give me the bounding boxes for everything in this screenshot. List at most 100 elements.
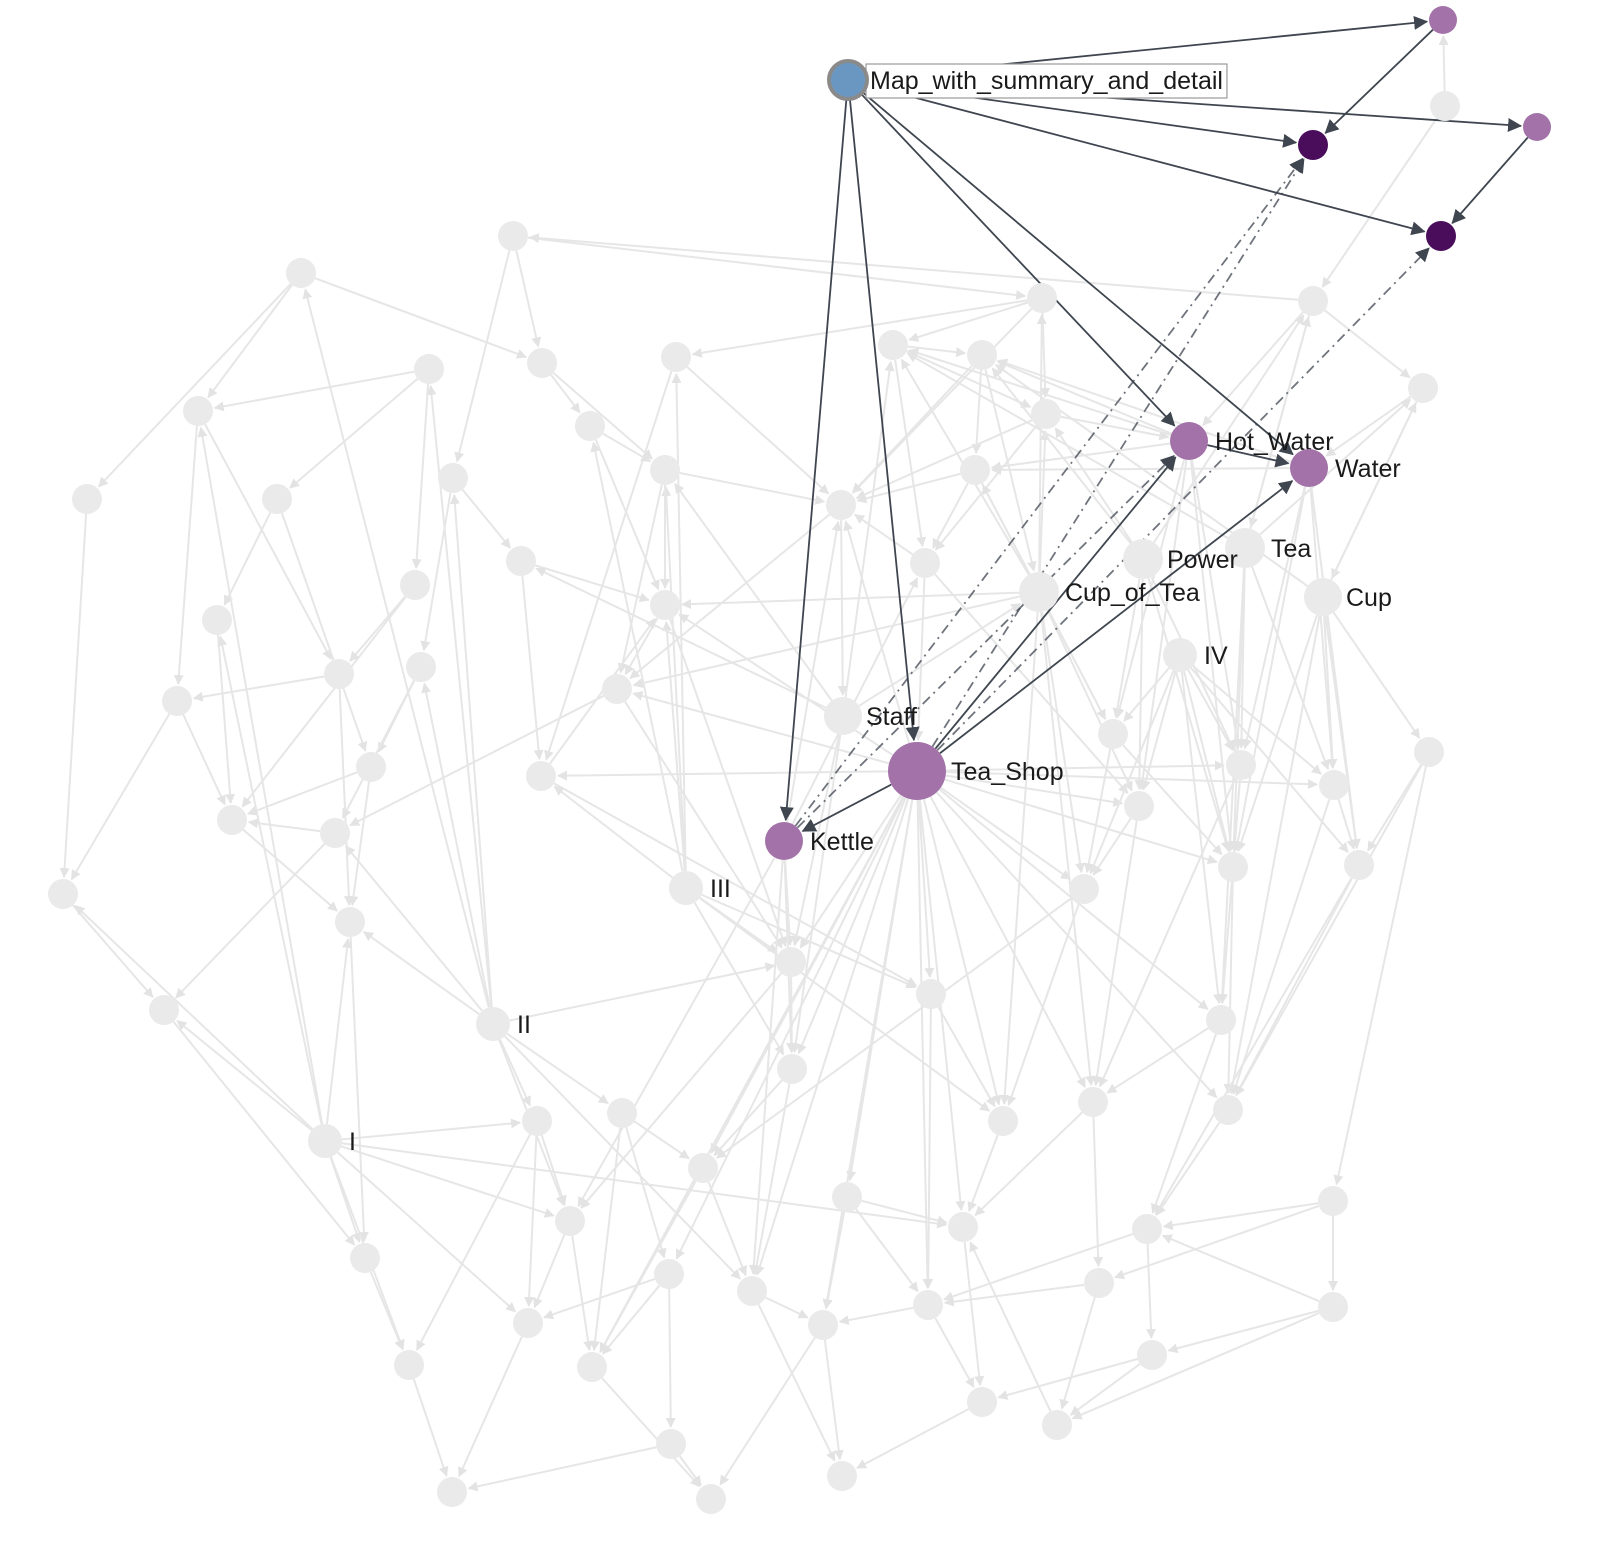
graph-node-faded[interactable]	[437, 1477, 467, 1507]
faded-edge	[416, 1133, 531, 1351]
graph-node-faded[interactable]	[149, 995, 179, 1025]
graph-node-faded[interactable]	[1124, 791, 1154, 821]
graph-node-faded[interactable]	[1132, 1214, 1162, 1244]
graph-node-faded[interactable]	[286, 258, 316, 288]
node-kettle[interactable]	[765, 822, 803, 860]
graph-node-faded[interactable]	[1042, 1410, 1072, 1440]
graph-node-faded[interactable]	[1078, 1087, 1108, 1117]
graph-node-faded[interactable]	[1069, 874, 1099, 904]
graph-node-faded[interactable]	[776, 947, 806, 977]
graph-node-faded[interactable]	[737, 1276, 767, 1306]
graph-node-faded[interactable]	[661, 342, 691, 372]
graph-node-faded[interactable]	[777, 1054, 807, 1084]
graph-node-faded[interactable]	[202, 605, 232, 635]
graph-node-faded[interactable]	[602, 674, 632, 704]
graph-node-faded[interactable]	[527, 348, 557, 378]
faded-edge	[693, 902, 785, 1056]
graph-node-faded[interactable]	[1319, 770, 1349, 800]
graph-node-faded[interactable]	[948, 1212, 978, 1242]
graph-node-faded[interactable]	[650, 455, 680, 485]
graph-node-faded[interactable]	[913, 1290, 943, 1320]
graph-node-faded[interactable]	[910, 548, 940, 578]
graph-node-faded[interactable]	[1344, 850, 1374, 880]
graph-node-faded[interactable]	[498, 221, 528, 251]
graph-node-faded[interactable]	[414, 354, 444, 384]
graph-node-faded[interactable]	[824, 697, 862, 735]
node-related-dark-2[interactable]	[1426, 221, 1456, 251]
graph-node-faded[interactable]	[308, 1124, 342, 1158]
node-hot-water[interactable]	[1170, 422, 1208, 460]
graph-node-faded[interactable]	[217, 805, 247, 835]
graph-node-faded[interactable]	[1408, 373, 1438, 403]
graph-node-faded[interactable]	[967, 1387, 997, 1417]
graph-node-faded[interactable]	[555, 1206, 585, 1236]
node-related-dark-1[interactable]	[1298, 130, 1328, 160]
node-water[interactable]	[1290, 449, 1328, 487]
graph-node-faded[interactable]	[1218, 852, 1248, 882]
node-tea-shop[interactable]	[888, 742, 946, 800]
graph-node-faded[interactable]	[394, 1350, 424, 1380]
graph-node-faded[interactable]	[522, 1106, 552, 1136]
graph-node-faded[interactable]	[438, 463, 468, 493]
graph-node-faded[interactable]	[1304, 578, 1342, 616]
graph-node-faded[interactable]	[162, 686, 192, 716]
graph-node-faded[interactable]	[827, 1461, 857, 1491]
graph-node-faded[interactable]	[1137, 1340, 1167, 1370]
node-related-right[interactable]	[1523, 113, 1551, 141]
graph-node-faded[interactable]	[607, 1098, 637, 1128]
graph-node-faded[interactable]	[688, 1153, 718, 1183]
graph-node-faded[interactable]	[1298, 286, 1328, 316]
faded-edge	[680, 591, 1020, 610]
graph-node-faded[interactable]	[324, 659, 354, 689]
node-related-top[interactable]	[1429, 6, 1457, 34]
graph-node-faded[interactable]	[1123, 539, 1163, 579]
graph-node-faded[interactable]	[577, 1352, 607, 1382]
graph-node-faded[interactable]	[1163, 638, 1197, 672]
graph-node-faded[interactable]	[650, 590, 680, 620]
graph-node-faded[interactable]	[1206, 1005, 1236, 1035]
graph-node-faded[interactable]	[262, 484, 292, 514]
graph-node-faded[interactable]	[513, 1308, 543, 1338]
graph-node-faded[interactable]	[669, 871, 703, 905]
graph-node-faded[interactable]	[916, 979, 946, 1009]
graph-node-faded[interactable]	[526, 761, 556, 791]
graph-node-faded[interactable]	[832, 1182, 862, 1212]
graph-node-faded[interactable]	[988, 1106, 1018, 1136]
graph-node-faded[interactable]	[1098, 719, 1128, 749]
graph-node-faded[interactable]	[183, 396, 213, 426]
faded-edge	[1232, 486, 1307, 852]
graph-node-faded[interactable]	[1318, 1292, 1348, 1322]
graph-node-faded[interactable]	[1226, 750, 1256, 780]
graph-node-faded[interactable]	[656, 1429, 686, 1459]
graph-node-faded[interactable]	[356, 752, 386, 782]
graph-node-faded[interactable]	[400, 570, 430, 600]
graph-node-faded[interactable]	[696, 1484, 726, 1514]
graph-node-faded[interactable]	[1414, 737, 1444, 767]
graph-node-faded[interactable]	[960, 455, 990, 485]
graph-node-faded[interactable]	[654, 1259, 684, 1289]
graph-node-faded[interactable]	[826, 490, 856, 520]
graph-node-faded[interactable]	[320, 818, 350, 848]
graph-node-faded[interactable]	[967, 340, 997, 370]
graph-node-faded[interactable]	[476, 1007, 510, 1041]
graph-node-faded[interactable]	[72, 484, 102, 514]
graph-node-faded[interactable]	[808, 1310, 838, 1340]
graph-node-faded[interactable]	[575, 411, 605, 441]
graph-node-faded[interactable]	[878, 330, 908, 360]
graph-node-faded[interactable]	[406, 652, 436, 682]
graph-node-faded[interactable]	[1430, 91, 1460, 121]
graph-node-faded[interactable]	[1213, 1095, 1243, 1125]
graph-node-faded[interactable]	[350, 1243, 380, 1273]
graph-node-faded[interactable]	[1318, 1186, 1348, 1216]
graph-node-faded[interactable]	[506, 546, 536, 576]
graph-node-faded[interactable]	[1225, 528, 1265, 568]
graph-node-faded[interactable]	[335, 907, 365, 937]
graph-node-faded[interactable]	[1019, 572, 1059, 612]
graph-node-faded[interactable]	[48, 879, 78, 909]
graph-node-faded[interactable]	[1084, 1268, 1114, 1298]
graph-node-faded[interactable]	[1027, 283, 1057, 313]
node-map-with-summary-and-detail[interactable]	[827, 59, 869, 101]
faded-edge	[838, 1306, 914, 1326]
graph-node-faded[interactable]	[1031, 399, 1061, 429]
